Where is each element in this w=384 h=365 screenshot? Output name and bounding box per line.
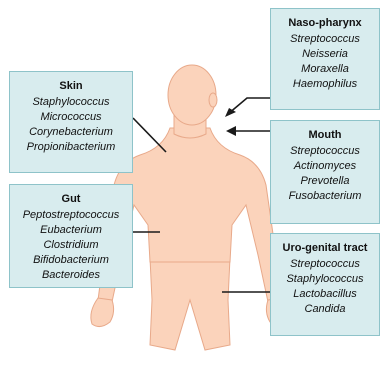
skin-box: Skin Staphylococcus Micrococcus Coryneba… xyxy=(9,71,133,173)
organism-label: Streptococcus xyxy=(271,32,379,47)
organism-label: Lactobacillus xyxy=(271,287,379,302)
organism-label: Streptococcus xyxy=(271,144,379,159)
organism-label: Bacteroides xyxy=(10,268,132,283)
body-head xyxy=(168,65,216,125)
body-left-hand xyxy=(91,298,114,327)
mouth-title: Mouth xyxy=(271,129,379,142)
skin-title: Skin xyxy=(10,80,132,93)
naso-pharynx-title: Naso-pharynx xyxy=(271,17,379,30)
mouth-box: Mouth Streptococcus Actinomyces Prevotel… xyxy=(270,120,380,224)
organism-label: Haemophilus xyxy=(271,77,379,92)
organism-label: Streptococcus xyxy=(271,257,379,272)
organism-label: Candida xyxy=(271,302,379,317)
organism-label: Moraxella xyxy=(271,62,379,77)
organism-label: Staphylococcus xyxy=(10,95,132,110)
uro-genital-tract-box: Uro-genital tract Streptococcus Staphylo… xyxy=(270,233,380,336)
organism-label: Corynebacterium xyxy=(10,125,132,140)
organism-label: Bifidobacterium xyxy=(10,253,132,268)
organism-label: Clostridium xyxy=(10,238,132,253)
organism-label: Eubacterium xyxy=(10,223,132,238)
organism-label: Prevotella xyxy=(271,174,379,189)
body-legs xyxy=(150,258,230,350)
organism-label: Propionibacterium xyxy=(10,140,132,155)
uro-genital-tract-title: Uro-genital tract xyxy=(271,242,379,255)
naso-pharynx-box: Naso-pharynx Streptococcus Neisseria Mor… xyxy=(270,8,380,110)
organism-label: Micrococcus xyxy=(10,110,132,125)
organism-label: Actinomyces xyxy=(271,159,379,174)
gut-title: Gut xyxy=(10,193,132,206)
organism-label: Neisseria xyxy=(271,47,379,62)
body-ear xyxy=(209,93,217,107)
organism-label: Staphylococcus xyxy=(271,272,379,287)
mouth-arrowhead xyxy=(226,126,236,136)
organism-label: Fusobacterium xyxy=(271,189,379,204)
gut-box: Gut Peptostreptococcus Eubacterium Clost… xyxy=(9,184,133,288)
organism-label: Peptostreptococcus xyxy=(10,208,132,223)
skin-connector xyxy=(133,118,166,152)
